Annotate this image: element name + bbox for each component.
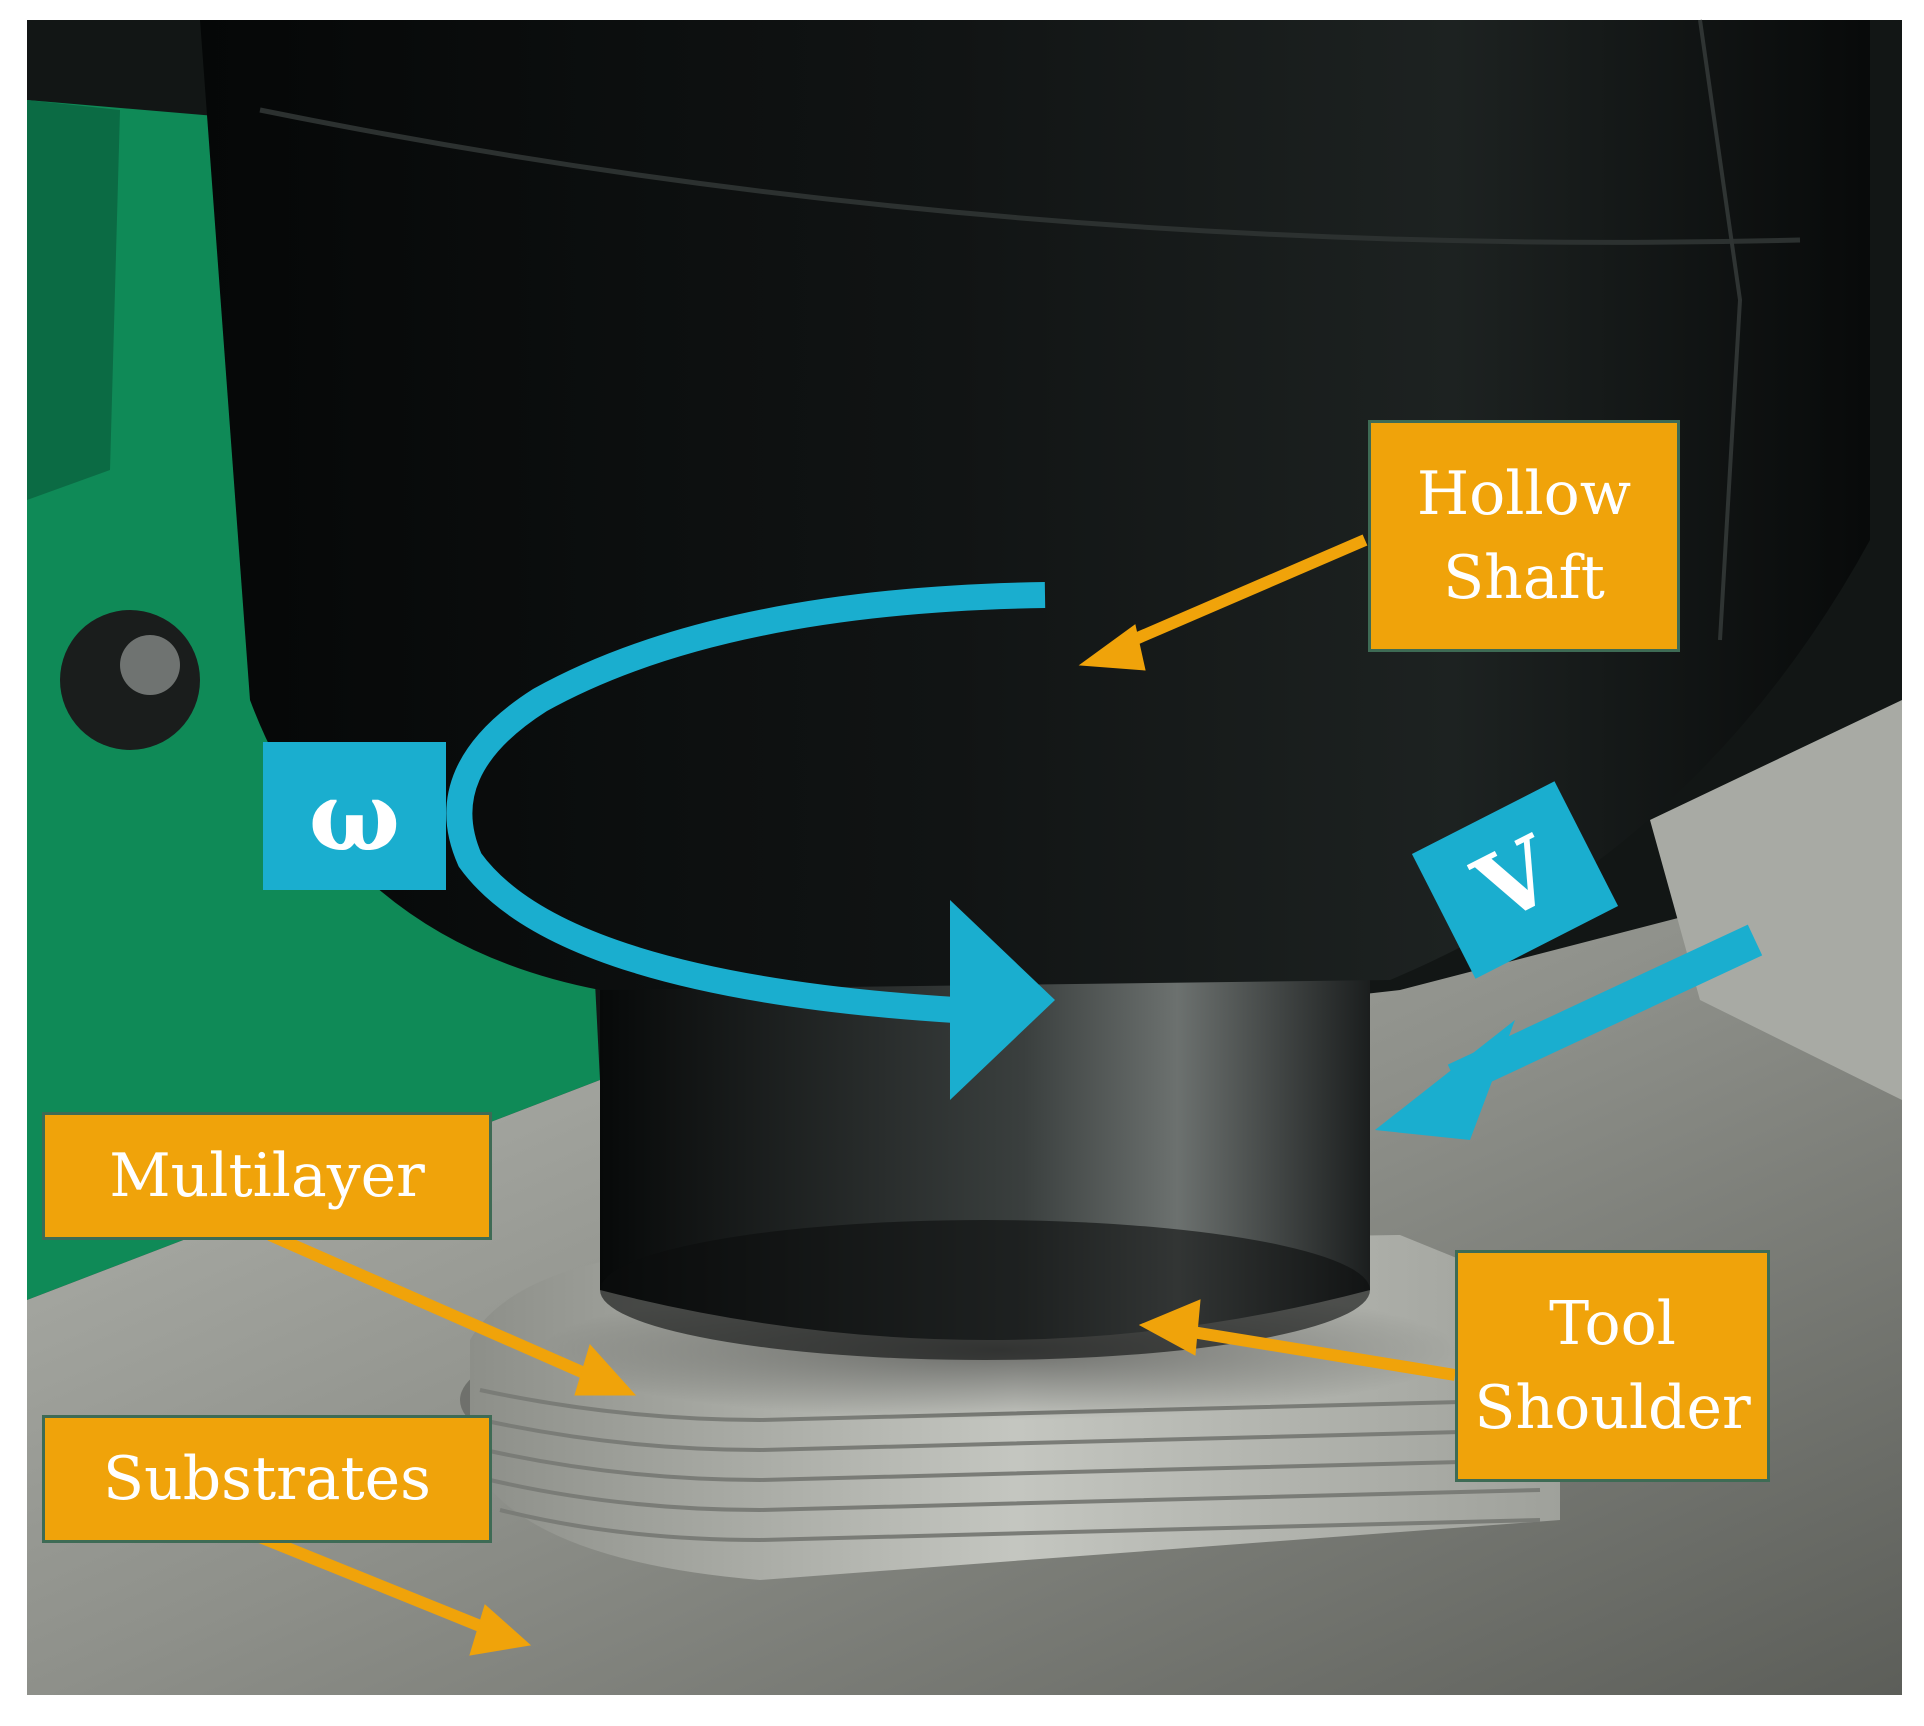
tool-shoulder-arrowhead (1138, 1299, 1201, 1356)
substrates-arrowhead (469, 1604, 532, 1656)
multilayer-arrowhead (574, 1344, 637, 1396)
hollow-shaft-line-1: Hollow (1416, 459, 1632, 529)
multilayer-text: Multilayer (109, 1141, 425, 1211)
tool-shoulder-line-1: Tool (1549, 1289, 1676, 1359)
deposit-layer-lines (479, 1388, 1541, 1543)
omega-symbol: ω (308, 759, 401, 873)
tool-shoulder-line-2: Shoulder (1474, 1373, 1751, 1443)
substrates-arrow (252, 1529, 493, 1636)
multilayer-arrow (267, 1229, 603, 1386)
rotation-arrowhead (950, 900, 1055, 1100)
omega-box: ω (263, 742, 446, 890)
shaft-ring-line (259, 107, 1801, 245)
substrates-label: Substrates (42, 1415, 492, 1543)
velocity-arrowhead (1375, 1020, 1515, 1140)
callout-arrows (252, 534, 1456, 1656)
hollow-shaft-line-2: Shaft (1443, 543, 1605, 613)
velocity-symbol: V (1458, 815, 1572, 945)
tool-shoulder-arrow (1179, 1324, 1456, 1381)
machine-green-edge (27, 100, 120, 500)
rotation-arrow (446, 582, 1046, 1023)
substrates-text: Substrates (103, 1444, 431, 1514)
shaft-highlight (1698, 19, 1743, 641)
bolt-highlight (120, 635, 180, 695)
hollow-shaft-arrow (1107, 534, 1368, 656)
multilayer-label: Multilayer (42, 1112, 492, 1240)
tool-shoulder-label: Tool Shoulder (1455, 1250, 1770, 1482)
fixture-block (1650, 700, 1902, 1100)
hollow-shaft-arrowhead (1078, 624, 1146, 671)
hollow-shaft-label: Hollow Shaft (1368, 420, 1680, 652)
hollow-shaft-body (200, 20, 1870, 990)
velocity-arrow (1447, 924, 1763, 1096)
